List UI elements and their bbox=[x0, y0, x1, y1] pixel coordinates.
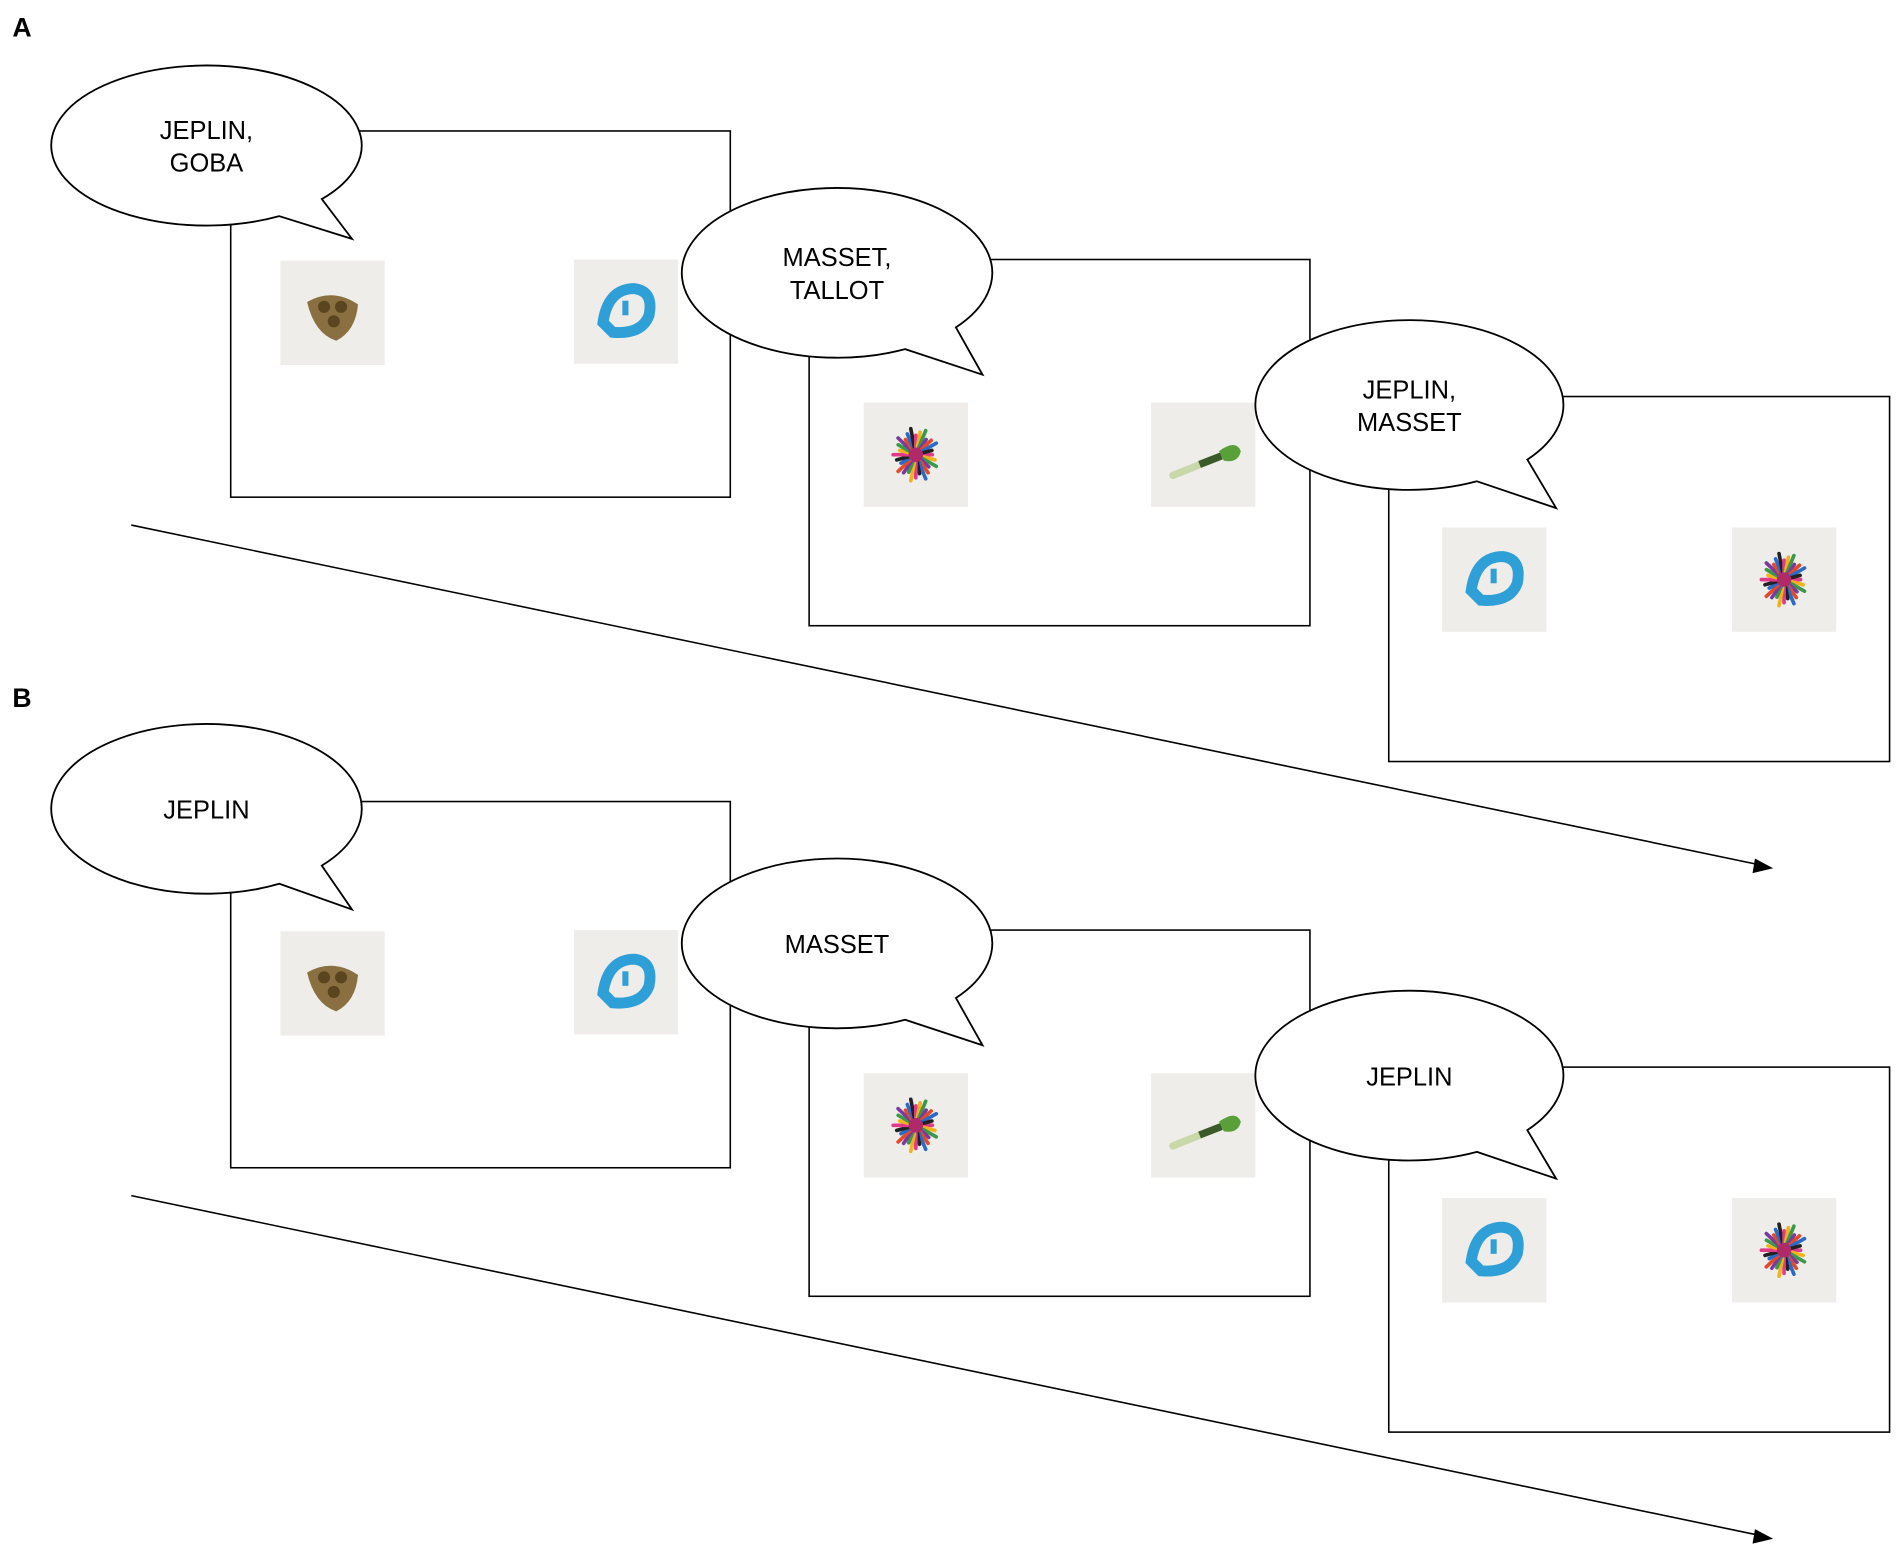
colorful-ball-object-image bbox=[1731, 1198, 1837, 1303]
time-arrow bbox=[131, 1194, 1759, 1536]
speech-bubble bbox=[1254, 319, 1565, 510]
speech-bubble bbox=[1254, 989, 1565, 1181]
speech-text: GOBA bbox=[170, 150, 244, 178]
blue-ring-object-image bbox=[573, 930, 679, 1035]
trial-frame: MASSET bbox=[680, 857, 1311, 1298]
trial-frame: JEPLIN bbox=[50, 723, 732, 1169]
green-brush-object-image bbox=[1151, 402, 1256, 507]
green-brush-object-image bbox=[1151, 1073, 1256, 1178]
colorful-ball-object-image bbox=[863, 1073, 968, 1178]
speech-text: MASSET bbox=[785, 931, 890, 959]
speech-text: JEPLIN, bbox=[160, 117, 253, 145]
trial-frame: JEPLIN bbox=[1254, 989, 1891, 1433]
blue-ring-object-image bbox=[1442, 1198, 1547, 1303]
speech-bubble bbox=[50, 723, 363, 912]
arrowhead-icon bbox=[1752, 858, 1774, 874]
panel-label: A bbox=[12, 12, 31, 42]
trial-frame: JEPLIN, MASSET bbox=[1254, 319, 1891, 763]
colorful-ball-object-image bbox=[863, 402, 968, 507]
panel-label: B bbox=[12, 683, 31, 713]
speech-text: JEPLIN bbox=[1366, 1063, 1452, 1091]
speech-text: JEPLIN bbox=[163, 797, 249, 825]
panel-a: A JEPLIN, GOBA MASSET, TALLOT JEPLIN, MASSET bbox=[12, 12, 1891, 874]
speech-bubble bbox=[680, 187, 994, 377]
trial-frame: MASSET, TALLOT bbox=[680, 187, 1311, 627]
brown-triangle-object-image bbox=[280, 931, 385, 1036]
brown-triangle-object-image bbox=[280, 260, 385, 365]
blue-ring-object-image bbox=[573, 259, 679, 364]
blue-ring-object-image bbox=[1442, 527, 1547, 632]
speech-bubble bbox=[50, 64, 363, 241]
speech-text: MASSET bbox=[1357, 409, 1462, 437]
trial-frame: JEPLIN, GOBA bbox=[50, 64, 732, 498]
speech-bubble bbox=[680, 857, 994, 1047]
time-arrow bbox=[131, 524, 1759, 866]
colorful-ball-object-image bbox=[1731, 527, 1837, 632]
speech-text: JEPLIN, bbox=[1363, 376, 1456, 404]
speech-text: MASSET, bbox=[783, 244, 892, 272]
panel-b: B JEPLIN MASSET JEPLIN bbox=[12, 683, 1891, 1544]
arrowhead-icon bbox=[1752, 1529, 1774, 1544]
speech-text: TALLOT bbox=[790, 277, 884, 305]
